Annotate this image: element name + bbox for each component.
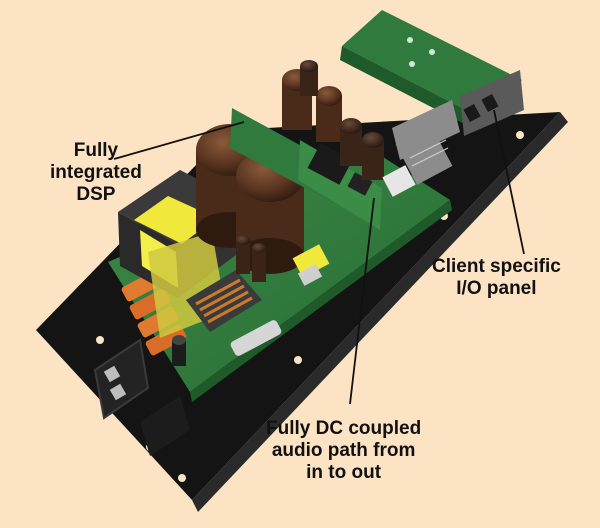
io-callout-line-2: I/O panel: [456, 278, 537, 299]
io-callout-line-1: Client specific: [432, 256, 561, 277]
filter-inductor: [186, 270, 282, 356]
leader-dsp: [113, 121, 245, 160]
io-panel: [340, 10, 524, 160]
io-callout: Client specific I/O panel: [432, 256, 561, 300]
dc-callout-line-3: in to out: [306, 462, 382, 483]
dsp-callout-line-3: DSP: [76, 184, 116, 205]
dsp-callout-line-2: integrated: [50, 162, 142, 183]
rear-capacitors: [282, 60, 384, 180]
dc-callout-line-2: audio path from: [271, 440, 416, 461]
dc-callout: Fully DC coupled audio path from in to o…: [266, 418, 421, 484]
dsp-board: [230, 108, 382, 230]
dsp-callout-line-1: Fully: [73, 140, 119, 161]
small-capacitors: [172, 235, 330, 366]
leader-dc: [349, 197, 375, 405]
leader-lines: [113, 109, 525, 405]
dc-callout-line-1: Fully DC coupled: [266, 418, 422, 439]
leader-io: [493, 109, 525, 255]
mains-inlet: [93, 338, 190, 456]
dsp-callout: Fully integrated DSP: [50, 140, 142, 206]
